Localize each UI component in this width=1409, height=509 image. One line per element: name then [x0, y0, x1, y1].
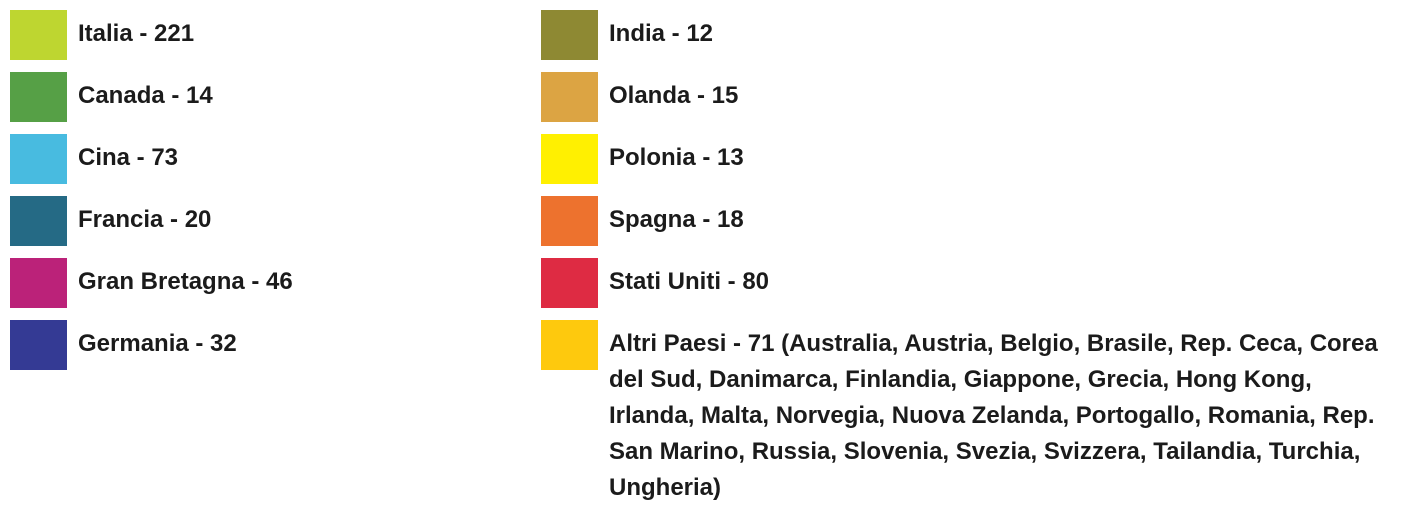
legend-item-germania: Germania - 32: [10, 320, 237, 370]
legend-item-italia: Italia - 221: [10, 10, 194, 60]
legend-swatch-cina: [10, 134, 67, 184]
legend-label-gran-bretagna: Gran Bretagna - 46: [78, 268, 293, 295]
legend-swatch-india: [541, 10, 598, 60]
legend-item-francia: Francia - 20: [10, 196, 211, 246]
legend-item-canada: Canada - 14: [10, 72, 213, 122]
legend-item-cina: Cina - 73: [10, 134, 178, 184]
legend-swatch-italia: [10, 10, 67, 60]
legend-swatch-altri-paesi: [541, 320, 598, 370]
legend-label-stati-uniti: Stati Uniti - 80: [609, 268, 770, 295]
legend-swatch-spagna: [541, 196, 598, 246]
legend-label-germania: Germania - 32: [78, 330, 237, 357]
legend-label-olanda: Olanda - 15: [609, 82, 739, 109]
legend-swatch-polonia: [541, 134, 598, 184]
legend-swatch-gran-bretagna: [10, 258, 67, 308]
legend-label-altri-paesi: Altri Paesi - 71 (Australia, Austria, Be…: [609, 330, 1378, 501]
legend-item-gran-bretagna: Gran Bretagna - 46: [10, 258, 293, 308]
legend-item-altri-paesi: Altri Paesi - 71 (Australia, Austria, Be…: [541, 320, 1399, 506]
legend-item-india: India - 12: [541, 10, 713, 60]
legend-label-francia: Francia - 20: [78, 206, 212, 233]
legend-label-italia: Italia - 221: [78, 20, 195, 47]
legend-swatch-olanda: [541, 72, 598, 122]
legend-swatch-francia: [10, 196, 67, 246]
legend-item-polonia: Polonia - 13: [541, 134, 744, 184]
legend-item-olanda: Olanda - 15: [541, 72, 738, 122]
legend-label-canada: Canada - 14: [78, 82, 213, 109]
legend-swatch-stati-uniti: [541, 258, 598, 308]
legend-label-cina: Cina - 73: [78, 144, 179, 171]
legend-label-polonia: Polonia - 13: [609, 144, 744, 171]
legend-swatch-canada: [10, 72, 67, 122]
legend-item-spagna: Spagna - 18: [541, 196, 744, 246]
legend-item-stati-uniti: Stati Uniti - 80: [541, 258, 769, 308]
legend-label-spagna: Spagna - 18: [609, 206, 744, 233]
legend-label-india: India - 12: [609, 20, 714, 47]
legend-swatch-germania: [10, 320, 67, 370]
